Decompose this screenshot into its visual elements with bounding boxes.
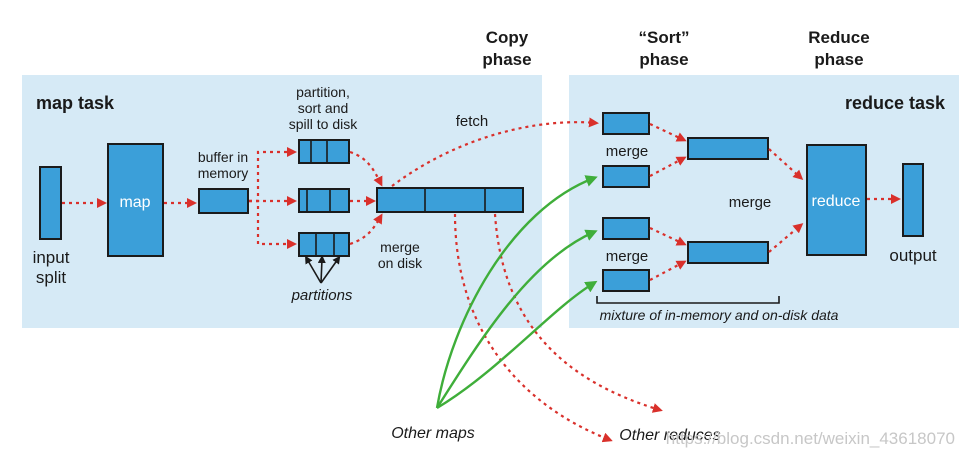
buffer-box [198,188,249,214]
merge-middle-label: merge [729,194,772,211]
merge-on-disk-label-2: on disk [378,255,423,271]
partitions-label: partitions [291,287,353,304]
arrow-spill1-to-merge [349,150,383,187]
reduce-input-1 [602,112,650,135]
other-maps-label: Other maps [391,425,475,442]
merged-segment-a [687,137,769,160]
arrow-spill3-to-merge [349,213,383,246]
copy-phase-header-2: phase [482,50,531,69]
buffer-label-2: memory [198,165,249,181]
spill-file-3 [298,232,350,257]
copy-phase-header: Copy [486,28,529,47]
reduce-label: reduce [812,193,861,210]
reduce-phase-header: Reduce [808,28,869,47]
spill-label-2: sort and [298,100,349,116]
reduce-phase-header-2: phase [814,50,863,69]
reduce-input-2 [602,165,650,188]
arrow-merge-a-to-reduce [768,148,804,181]
reduce-input-3 [602,217,650,240]
reduce-box [806,144,867,256]
merged-output-file [376,187,524,213]
merged-segment-b [687,241,769,264]
arrow-fetch-to-reduce [391,117,599,187]
buffer-label: buffer in [198,149,248,165]
sort-phase-header-2: phase [639,50,688,69]
output-label: output [889,246,937,265]
green-arrow-other-maps-3 [436,280,598,410]
sort-phase-header: “Sort” [639,28,690,47]
reduce-input-4 [602,269,650,292]
partition-pointer-3 [320,255,341,284]
input-split-box [39,166,62,240]
partition-pointer-2 [317,255,326,284]
watermark-text: https://blog.csdn.net/weixin_43618070 [666,429,955,448]
spill-file-1 [298,139,350,164]
arrow-buffer-to-spill-3 [249,199,297,249]
merge-top-label: merge [606,143,649,160]
mixture-bracket [596,296,780,304]
spill-label: partition, [296,84,350,100]
mixture-label: mixture of in-memory and on-disk data [600,307,839,323]
green-arrow-other-maps-2 [435,229,598,409]
other-reduces-label: Other reduces [619,427,720,444]
merge-on-disk-label: merge [380,239,420,255]
green-arrow-other-maps-1 [435,175,598,409]
input-split-label-2: split [36,268,67,287]
map-label: map [119,194,150,211]
map-task-title: map task [36,93,115,113]
reduce-task-title: reduce task [845,93,946,113]
spill-label-3: spill to disk [289,116,358,132]
partition-pointer-1 [304,255,322,284]
map-box [107,143,164,257]
output-box [902,163,924,237]
spill-file-2 [298,188,350,213]
arrow-to-other-reduces-1 [453,213,613,443]
input-split-label: input [33,248,70,267]
fetch-label: fetch [456,113,489,130]
merge-bottom-label: merge [606,248,649,265]
